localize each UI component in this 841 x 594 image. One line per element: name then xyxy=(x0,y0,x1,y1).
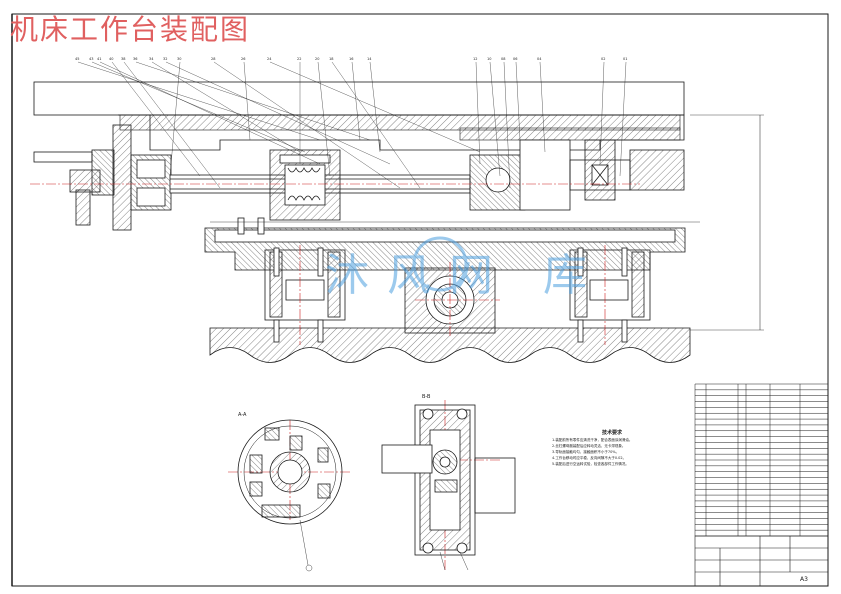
part-number-label: 14 xyxy=(367,57,372,61)
parts-list-table xyxy=(694,383,829,537)
watermark-logo: 沐风网 库 xyxy=(325,236,605,301)
leader-line xyxy=(475,61,481,165)
technical-note-line: 4.工作台移动时应平稳，反向间隙不大于0.02。 xyxy=(552,456,627,460)
part-number-label: 16 xyxy=(349,57,353,61)
leader-line xyxy=(99,61,321,165)
drawing-title: 机床工作台装配图 xyxy=(10,13,251,46)
leader-line xyxy=(619,61,627,177)
technical-notes: 技术要求 1.装配前所有零件应清洗干净，配合表面涂润滑油。 2.丝杠螺母副装配后… xyxy=(552,430,672,467)
part-number-label: 24 xyxy=(267,57,272,61)
section-a-view xyxy=(237,419,343,572)
leader-line xyxy=(489,61,501,177)
part-number-label: 38 xyxy=(121,57,125,61)
leader-line xyxy=(351,61,361,141)
technical-note-line: 2.丝杠螺母副装配后应转动灵活，无卡滞现象。 xyxy=(552,444,626,448)
part-number-label: 26 xyxy=(241,57,245,61)
main-assembly-view xyxy=(33,81,764,363)
technical-note-line: 5.装配后进行空运转试验，检查各部件工作情况。 xyxy=(552,462,629,466)
part-number-label: 30 xyxy=(177,57,181,61)
part-number-label: 20 xyxy=(315,57,319,61)
part-number-label: 04 xyxy=(537,57,542,61)
leader-line xyxy=(151,61,301,153)
leader-line xyxy=(539,61,546,153)
part-number-label: 18 xyxy=(329,57,333,61)
leader-line xyxy=(165,61,391,165)
part-leader-lines: 45 43 41 40 38 36 34 32 30 28 26 24 22 20 18 16 14 12 10 08… xyxy=(75,57,627,189)
sheet-size-label: A3 xyxy=(800,576,808,583)
technical-note-line: 3.导轨面接触均匀，接触面积不小于70%。 xyxy=(552,450,620,454)
leader-line xyxy=(331,61,421,189)
leader-line xyxy=(599,61,605,165)
leader-line xyxy=(77,61,321,141)
part-number-label: 41 xyxy=(97,57,101,61)
watermark-text: 沐风网 库 xyxy=(325,250,605,301)
leader-line xyxy=(91,61,306,153)
section-b-view xyxy=(381,404,516,571)
section-b-label: B-B xyxy=(422,394,431,400)
leader-line xyxy=(213,61,401,189)
title-block xyxy=(694,535,829,587)
part-number-label: 28 xyxy=(211,57,215,61)
technical-notes-title: 技术要求 xyxy=(601,430,622,436)
section-a-label: A-A xyxy=(238,412,247,418)
leader-line xyxy=(369,61,381,153)
technical-note-line: 1.装配前所有零件应清洗干净，配合表面涂润滑油。 xyxy=(552,438,633,442)
part-number-label: 08 xyxy=(501,57,505,61)
part-number-label: 06 xyxy=(513,57,517,61)
leader-line xyxy=(515,61,521,141)
leader-line xyxy=(503,61,511,189)
part-number-label: 32 xyxy=(163,57,167,61)
part-number-label: 12 xyxy=(473,57,477,61)
part-number-label: 34 xyxy=(149,57,154,61)
part-number-label: 10 xyxy=(487,57,491,61)
leader-line xyxy=(123,61,221,189)
part-number-label: 45 xyxy=(75,57,79,61)
part-number-label: 02 xyxy=(601,57,605,61)
leader-line xyxy=(243,61,251,141)
leader-line xyxy=(111,61,201,177)
part-number-label: 36 xyxy=(133,57,137,61)
leader-line xyxy=(135,61,371,141)
part-number-label: 40 xyxy=(109,57,113,61)
leader-line xyxy=(169,61,181,177)
part-number-label: 43 xyxy=(89,57,93,61)
part-number-label: 01 xyxy=(623,57,627,61)
part-number-label: 22 xyxy=(297,57,301,61)
leader-line xyxy=(317,61,331,177)
